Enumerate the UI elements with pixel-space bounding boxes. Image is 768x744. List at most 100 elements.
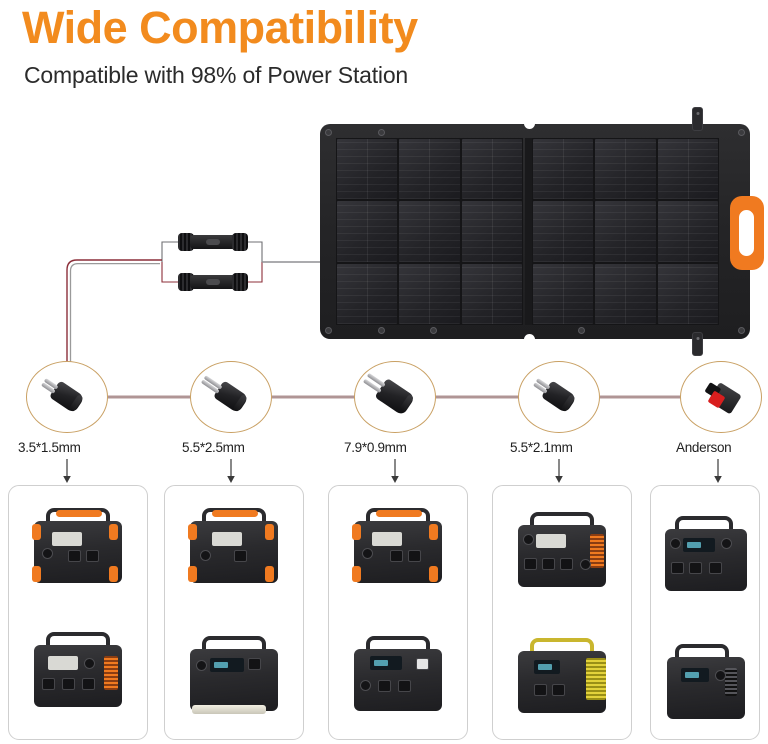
station-ac-outlet	[542, 558, 555, 570]
station-handle	[202, 636, 266, 649]
station-corner	[429, 524, 438, 540]
station-vent	[725, 668, 737, 696]
solar-cell	[657, 201, 718, 262]
connector-callout-3	[518, 361, 600, 433]
station-handle	[675, 644, 729, 657]
mc4-body	[190, 235, 236, 249]
power-station	[182, 636, 286, 720]
solar-cell	[461, 139, 522, 200]
solar-cell	[399, 139, 460, 200]
station-display	[212, 532, 242, 546]
station-ac-outlet	[709, 562, 722, 574]
solar-cell	[533, 263, 594, 325]
station-ac-outlet	[552, 684, 565, 696]
station-ac-outlet	[534, 684, 547, 696]
solar-cell	[337, 139, 398, 200]
station-display	[210, 658, 244, 672]
station-handle	[46, 632, 110, 645]
station-vent	[104, 656, 118, 690]
product-image-1-0	[182, 508, 286, 592]
station-display	[48, 656, 78, 670]
power-station	[659, 644, 751, 728]
power-station	[657, 516, 753, 600]
product-card-2[interactable]	[328, 485, 468, 740]
mc4-rib	[232, 273, 248, 291]
solar-cell	[461, 201, 522, 262]
station-ac-outlet	[560, 558, 573, 570]
station-corner	[109, 524, 118, 540]
power-station	[510, 512, 614, 596]
panel-half-left	[336, 138, 523, 325]
solar-cell	[657, 263, 718, 325]
station-ac-outlet	[248, 658, 261, 670]
station-display	[372, 532, 402, 546]
mc4-connector-top	[176, 232, 250, 252]
station-ac-outlet	[408, 550, 421, 562]
product-card-0[interactable]	[8, 485, 148, 740]
station-dc-port	[42, 548, 53, 559]
power-station	[182, 508, 286, 592]
connector-label-3: 5.5*2.1mm	[510, 440, 573, 455]
panel-grommet	[738, 327, 745, 334]
panel-carry-handle[interactable]	[730, 196, 764, 270]
connector-callout-4	[680, 361, 762, 433]
panel-grommet	[378, 129, 385, 136]
product-image-2-0	[346, 508, 450, 592]
connector-label-0: 3.5*1.5mm	[18, 440, 81, 455]
station-ac-outlet	[86, 550, 99, 562]
station-corner	[265, 524, 274, 540]
station-corner	[429, 566, 438, 582]
power-station	[26, 508, 130, 592]
station-power-button	[196, 660, 207, 671]
product-card-3[interactable]	[492, 485, 632, 740]
station-corner	[188, 566, 197, 582]
product-image-3-1	[510, 638, 614, 722]
solar-cell	[657, 139, 718, 200]
station-corner	[109, 566, 118, 582]
panel-kickstand-bottom	[692, 332, 703, 356]
power-station	[510, 638, 614, 722]
station-ac-outlet	[42, 678, 55, 690]
solar-cell	[337, 263, 398, 325]
station-power-button	[84, 658, 95, 669]
page-title: Wide Compatibility	[22, 2, 418, 53]
station-handle	[530, 638, 594, 651]
product-card-4[interactable]	[650, 485, 760, 740]
solar-cell	[533, 139, 594, 200]
solar-cell	[461, 263, 522, 325]
product-image-0-0	[26, 508, 130, 592]
station-ac-outlet	[234, 550, 247, 562]
connector-label-2: 7.9*0.9mm	[344, 440, 407, 455]
product-image-4-0	[657, 516, 753, 600]
power-station	[346, 508, 450, 592]
station-handle	[366, 508, 430, 521]
panel-kickstand-top	[692, 107, 703, 131]
mc4-rib	[232, 233, 248, 251]
station-corner	[265, 566, 274, 582]
station-corner	[352, 566, 361, 582]
panel-grommet	[325, 129, 332, 136]
panel-hinge	[525, 138, 532, 325]
station-ac-outlet	[398, 680, 411, 692]
mc4-body	[190, 275, 236, 289]
station-display	[681, 668, 709, 682]
solar-cell	[399, 263, 460, 325]
station-handle	[202, 508, 266, 521]
station-display	[534, 660, 560, 674]
station-display	[683, 538, 715, 552]
panel-grommet	[578, 327, 585, 334]
station-ac-outlet	[82, 678, 95, 690]
connector-label-4: Anderson	[676, 440, 732, 455]
station-handle	[675, 516, 733, 529]
station-power-button	[715, 670, 726, 681]
connector-label-1: 5.5*2.5mm	[182, 440, 245, 455]
product-card-1[interactable]	[164, 485, 304, 740]
station-handle	[366, 636, 430, 649]
mc4-connector-bottom	[176, 272, 250, 292]
station-corner	[188, 524, 197, 540]
solar-cell	[399, 201, 460, 262]
station-corner	[32, 566, 41, 582]
station-display	[52, 532, 82, 546]
power-station	[346, 636, 450, 720]
product-image-1-1	[182, 636, 286, 720]
